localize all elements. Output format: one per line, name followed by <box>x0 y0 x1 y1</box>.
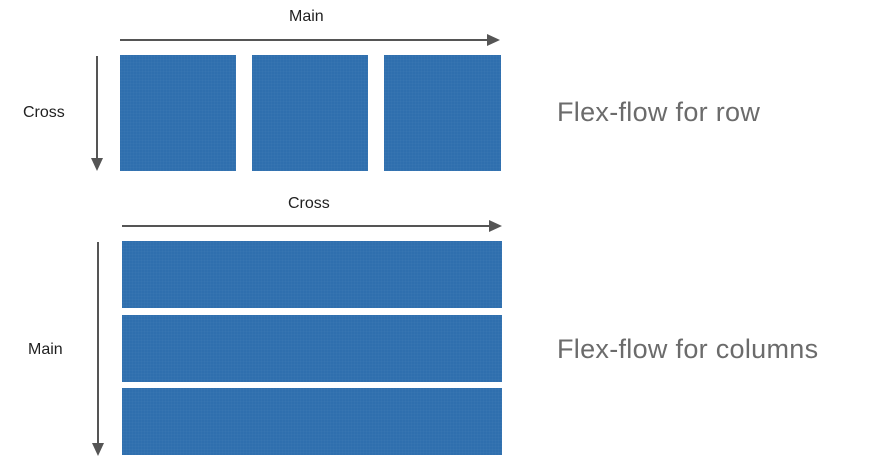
row-cross-arrow-icon <box>91 56 103 171</box>
column-caption: Flex-flow for columns <box>557 334 819 364</box>
column-flex-item-2 <box>122 315 502 382</box>
column-main-axis-label: Main <box>28 341 63 358</box>
column-cross-arrow-icon <box>122 220 502 232</box>
row-caption: Flex-flow for row <box>557 97 761 127</box>
row-flex-item-3 <box>384 55 501 171</box>
row-flex-item-2 <box>252 55 368 171</box>
column-flex-item-3 <box>122 388 502 455</box>
column-main-arrow-icon <box>92 242 104 456</box>
row-main-arrow-icon <box>120 34 500 46</box>
row-cross-axis-label: Cross <box>23 104 65 121</box>
row-flex-item-1 <box>120 55 236 171</box>
column-flex-item-1 <box>122 241 502 308</box>
column-cross-axis-label: Cross <box>288 195 330 212</box>
row-main-axis-label: Main <box>289 8 324 25</box>
